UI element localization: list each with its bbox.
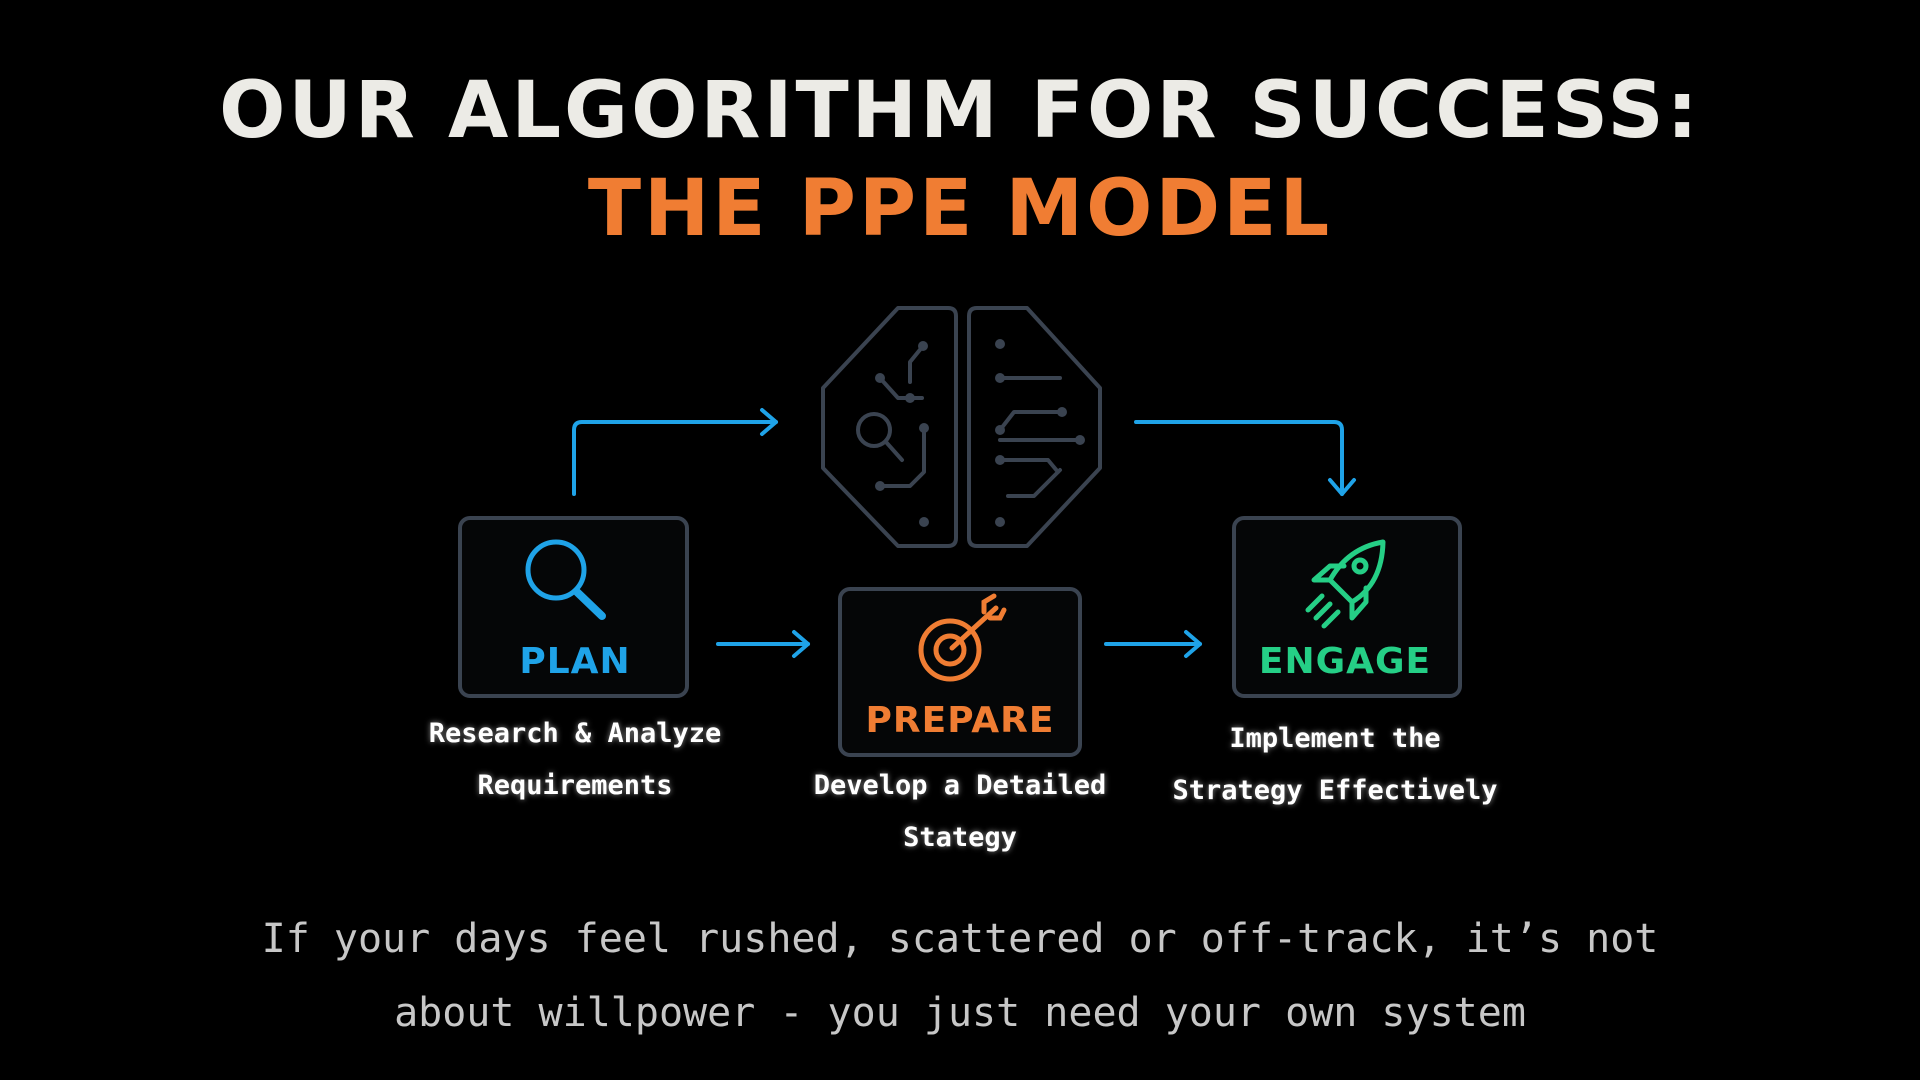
engage-label: ENGAGE: [1259, 641, 1431, 682]
plan-label: PLAN: [519, 641, 630, 682]
prepare-step: PREPARE: [838, 587, 1082, 757]
tagline-line1: If your days feel rushed, scattered or o…: [261, 916, 1659, 962]
target-icon: [918, 593, 1007, 682]
plan-caption-line1: Research & Analyze: [428, 718, 722, 749]
engage-caption-line2: Strategy Effectively: [1172, 775, 1498, 806]
slide-subtitle: THE PPE MODEL: [587, 164, 1333, 254]
engage-caption: Implement the Strategy Effectively: [1145, 713, 1525, 817]
rocket-icon: [1305, 539, 1386, 629]
engage-step: ENGAGE: [1232, 516, 1462, 698]
slide-title: OUR ALGORITHM FOR SUCCESS:: [219, 66, 1701, 156]
flow-arrows: [572, 408, 1356, 658]
tagline: If your days feel rushed, scattered or o…: [0, 902, 1920, 1050]
plan-step: PLAN: [458, 516, 689, 698]
tagline-line2: about willpower - you just need your own…: [394, 990, 1526, 1036]
prepare-box: [838, 587, 1082, 757]
plan-caption-line2: Requirements: [477, 770, 673, 801]
magnifier-icon: [525, 539, 606, 620]
plan-box: [458, 516, 689, 698]
prepare-caption-line1: Develop a Detailed: [813, 770, 1107, 801]
engage-caption-line1: Implement the: [1229, 723, 1441, 754]
prepare-caption: Develop a Detailed Stategy: [780, 760, 1140, 864]
plan-caption: Research & Analyze Requirements: [395, 708, 755, 812]
engage-box: [1232, 516, 1462, 698]
arrow-brain-to-engage: [1134, 420, 1344, 496]
brain-circuit-icon: [821, 306, 1102, 548]
prepare-label: PREPARE: [866, 700, 1055, 741]
prepare-caption-line2: Stategy: [903, 822, 1017, 853]
arrow-plan-to-brain: [572, 420, 778, 496]
brain-circuit-nodes: [875, 339, 1085, 527]
